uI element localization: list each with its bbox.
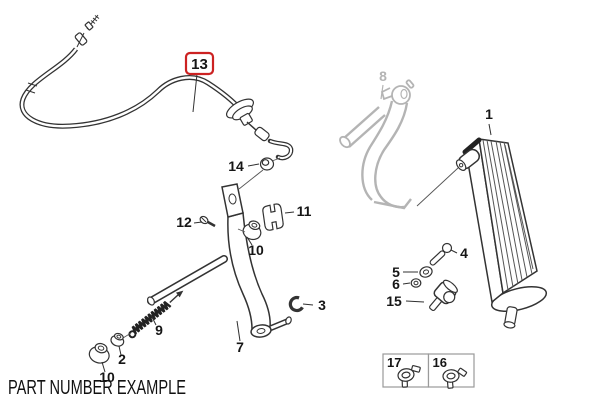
callout-4[interactable]: 4 [460,245,468,261]
callout-12[interactable]: 12 [176,214,192,230]
leader-12 [193,221,203,224]
callout-16: 16 [433,355,447,370]
leader-10-lower [101,361,106,373]
callout-5[interactable]: 5 [392,264,400,280]
callout-13[interactable]: 13 [191,56,208,73]
callout-3[interactable]: 3 [318,297,326,313]
part-6-nut-drawing [410,278,422,288]
callouts: 13 14 8 1 12 11 10 7 3 9 2 10 4 5 6 15 [99,51,493,385]
part-14-grommet-drawing [259,157,275,171]
callout-14[interactable]: 14 [228,158,244,174]
callout-11[interactable]: 11 [297,203,312,219]
part-3-cclip-drawing [288,295,304,313]
leader-14 [247,163,260,167]
leader-11 [284,211,295,214]
leader-7 [236,320,241,342]
footer-caption: PART NUMBER EXAMPLE [8,377,186,399]
part-12-screw-drawing [199,215,216,228]
leader-8 [380,84,384,100]
leader-2 [118,345,122,356]
part-11-clip-drawing [262,203,284,231]
leader-6 [402,282,411,285]
leader-1 [488,123,492,136]
callout-10-lower[interactable]: 10 [99,369,115,385]
part-9-spring-drawing [122,290,184,339]
part-7-pedal-lever-drawing [147,183,292,338]
leader-9 [150,314,157,326]
part-4-bolt-drawing [429,242,453,266]
assembly-line-grommet-lever [238,169,264,190]
part-10-lower-grommet-drawing [88,342,110,364]
variant-cell-16[interactable]: 16 [427,353,475,389]
leader-15 [405,300,425,303]
callout-7[interactable]: 7 [236,339,244,355]
leader-4 [450,249,458,254]
leader-10-upper [246,236,253,246]
callout-2[interactable]: 2 [118,351,126,367]
callout-6[interactable]: 6 [392,276,400,292]
part-8-lever-ghost-drawing [339,79,415,210]
assembly-line-lever-bushing [237,228,246,233]
leader-13 [192,73,198,113]
part-16-clip-drawing [442,367,468,389]
part-17-clip-drawing [397,365,421,388]
part-10-upper-bushing-drawing [242,220,262,241]
callout-17: 17 [387,355,401,370]
callout-9[interactable]: 9 [155,322,163,338]
part-2-bushing-drawing [110,332,125,347]
part-15-switch-drawing [429,279,458,312]
highlight-box-13[interactable] [184,51,215,76]
callout-1[interactable]: 1 [485,106,493,122]
callout-8[interactable]: 8 [379,68,387,84]
part-5-washer-drawing [419,266,433,278]
part-1-accelerator-pedal-drawing [416,137,548,329]
callout-15[interactable]: 15 [386,293,402,309]
leader-3 [302,303,314,306]
variant-cell-17[interactable]: 17 [382,353,430,388]
callout-10-upper[interactable]: 10 [248,242,264,258]
assembly-line-cable-grommet [271,157,281,162]
part-13-cable-drawing [19,14,294,161]
